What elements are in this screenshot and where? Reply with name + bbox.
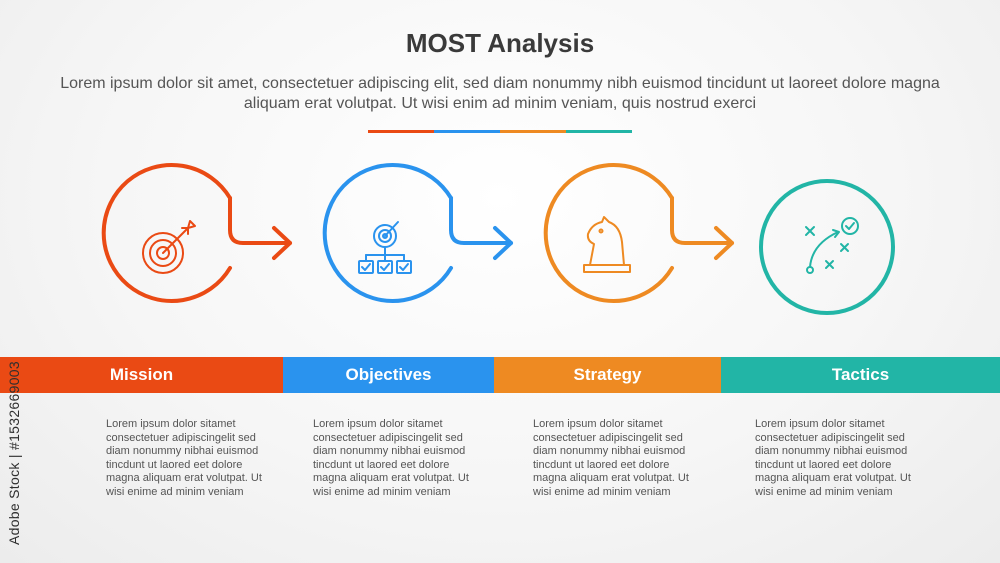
stock-watermark: Adobe Stock | #1532669003 (6, 361, 22, 545)
step-band-strategy: Strategy (494, 357, 721, 393)
chess-knight-icon (583, 216, 631, 273)
tactics-step-ring (759, 179, 895, 315)
step-band-mission: Mission (0, 357, 283, 393)
step-band-tactics: Tactics (721, 357, 1000, 393)
title-rule-objectives (434, 130, 500, 133)
target-hierarchy-icon (358, 221, 412, 274)
step-label-mission: Mission (109, 365, 174, 384)
tactics-plan-icon (805, 217, 859, 274)
title-rule-mission (368, 130, 434, 133)
page-title: MOST Analysis (405, 28, 595, 58)
step-description-tactics: Lorem ipsum dolor sitamet consectetuer a… (755, 418, 911, 498)
strategy-step-ring (543, 163, 734, 303)
page-subtitle: Lorem ipsum dolor sit amet, consectetuer… (60, 75, 940, 112)
step-label-strategy: Strategy (573, 365, 642, 384)
objectives-step-ring (322, 163, 513, 303)
step-description-strategy: Lorem ipsum dolor sitamet consectetuer a… (533, 418, 689, 498)
step-label-objectives: Objectives (345, 365, 432, 384)
title-rule-strategy (500, 130, 566, 133)
target-arrow-icon (142, 220, 196, 274)
step-label-tactics: Tactics (831, 365, 890, 384)
mission-step-ring (101, 163, 292, 303)
step-description-mission: Lorem ipsum dolor sitamet consectetuer a… (106, 418, 262, 498)
step-band-objectives: Objectives (283, 357, 494, 393)
step-description-objectives: Lorem ipsum dolor sitamet consectetuer a… (313, 418, 469, 498)
title-rule-tactics (566, 130, 632, 133)
